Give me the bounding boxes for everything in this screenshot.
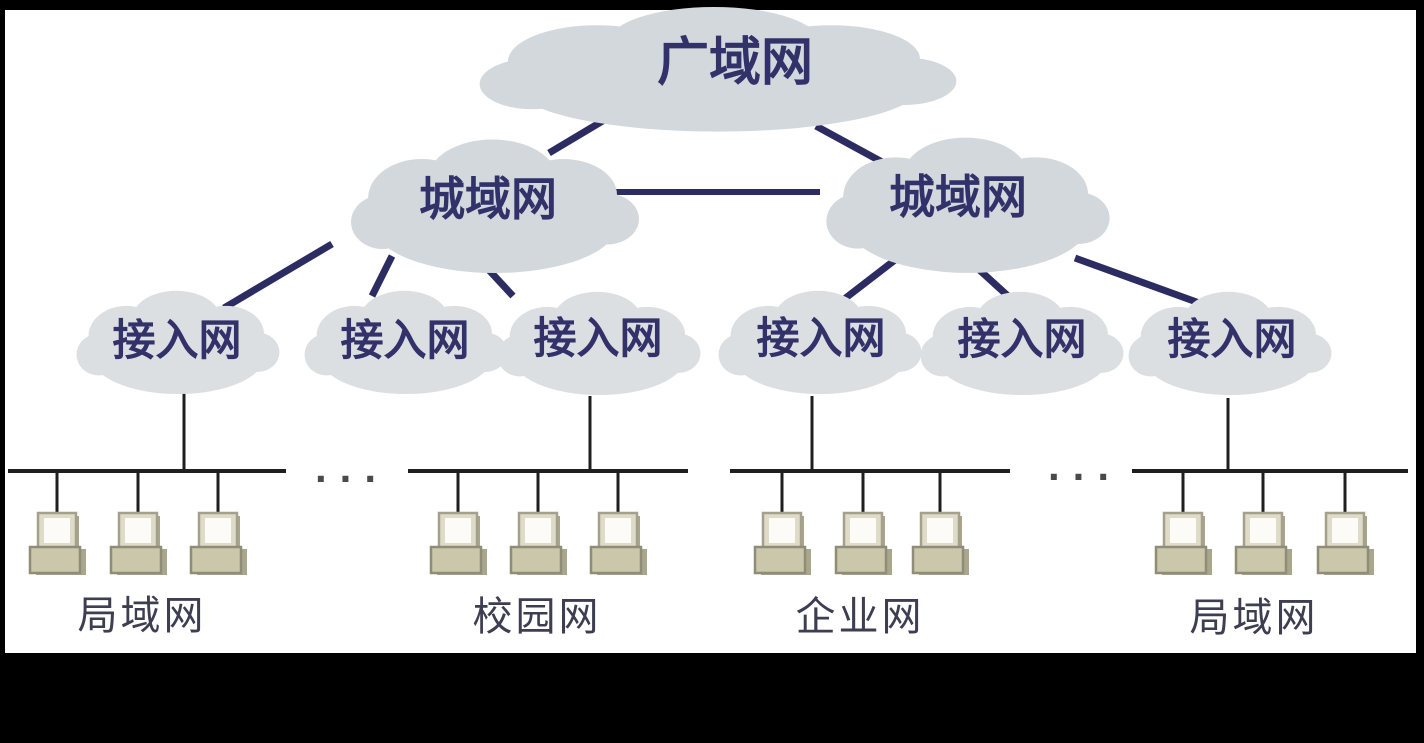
computer-icon bbox=[753, 511, 813, 577]
lan-group-labels: 局域网 校园网 企业网 局域网 bbox=[78, 594, 1319, 640]
lan-label-1: 局域网 bbox=[78, 594, 207, 638]
link-manleft-access2 bbox=[368, 254, 396, 298]
man-right-label: 城域网 bbox=[889, 171, 1027, 223]
computer-icon bbox=[1316, 511, 1376, 577]
ellipsis-marks: ... ... bbox=[315, 442, 1122, 491]
wan-label: 广域网 bbox=[657, 34, 813, 92]
computer-icon bbox=[509, 511, 569, 577]
access-label-2: 接入网 bbox=[341, 317, 470, 365]
computer-icon bbox=[911, 511, 971, 577]
computer-icon bbox=[1154, 511, 1214, 577]
computer-icon bbox=[589, 511, 649, 577]
computer-icon bbox=[109, 511, 169, 577]
lan-label-2: 局域网 bbox=[1190, 596, 1319, 640]
access-label-1: 接入网 bbox=[113, 317, 242, 365]
link-manright-access6 bbox=[1073, 254, 1204, 308]
computer-icon bbox=[189, 511, 249, 577]
ellipsis-left: ... bbox=[315, 444, 389, 491]
campus-label: 校园网 bbox=[473, 595, 602, 639]
man-left-label: 城域网 bbox=[419, 173, 557, 225]
computer-icon bbox=[834, 511, 894, 577]
computer-icon bbox=[429, 511, 489, 577]
cloud-labels: 广域网 城域网 城域网 接入网 接入网 接入网 接入网 接入网 接入网 bbox=[113, 34, 1297, 365]
access-bus-connectors bbox=[182, 392, 1230, 471]
computer-icon bbox=[1234, 511, 1294, 577]
enterprise-label: 企业网 bbox=[796, 595, 925, 639]
access-label-5: 接入网 bbox=[958, 316, 1087, 364]
link-manleft-access1 bbox=[222, 240, 334, 312]
access-label-3: 接入网 bbox=[534, 315, 663, 363]
ellipsis-right: ... bbox=[1048, 442, 1122, 489]
access-label-4: 接入网 bbox=[757, 315, 886, 363]
link-wan-man-right bbox=[814, 122, 884, 166]
computer-drop-lines bbox=[55, 471, 1347, 516]
access-label-6: 接入网 bbox=[1168, 316, 1297, 364]
computer-icon bbox=[28, 511, 88, 577]
